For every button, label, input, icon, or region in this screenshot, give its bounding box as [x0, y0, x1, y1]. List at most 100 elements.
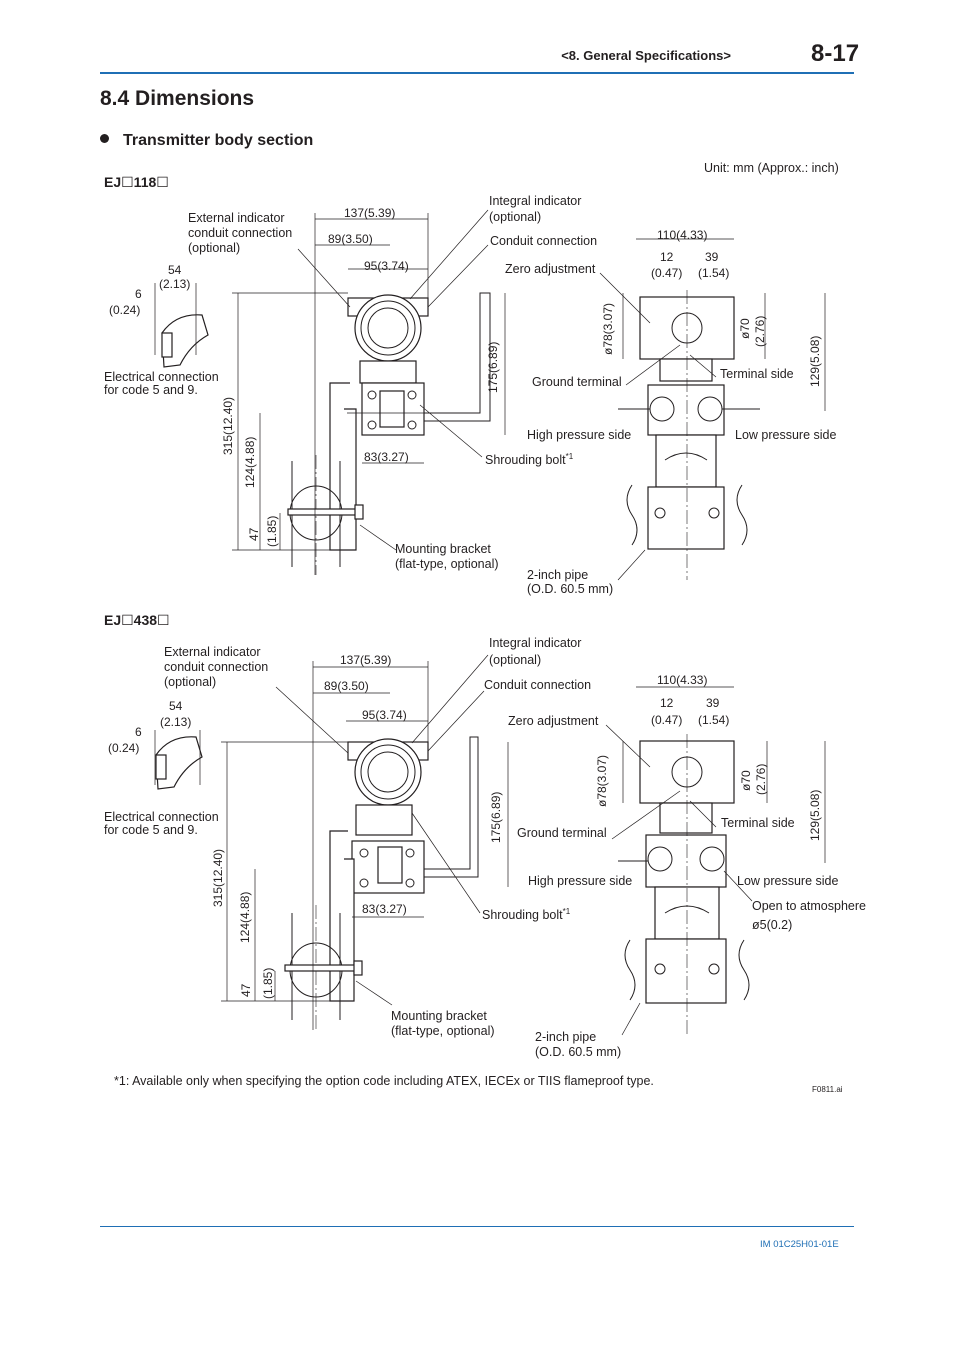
pipe-label-line1: 2-inch pipe	[535, 1030, 596, 1044]
page-number: 8-17	[811, 40, 860, 67]
dim-54-inch: (2.13)	[160, 715, 191, 729]
ext-conduit-label-line3: (optional)	[164, 675, 216, 689]
dim-12-inch: (0.47)	[651, 713, 682, 727]
dim-137: 137(5.39)	[340, 653, 391, 667]
dim-315: 315(12.40)	[221, 397, 235, 455]
dim-95: 95(3.74)	[364, 259, 409, 273]
mounting-bracket-label-line2: (flat-type, optional)	[391, 1024, 495, 1038]
front-view	[618, 290, 760, 580]
dim-d78: ø78(3.07)	[595, 755, 609, 807]
side-view	[287, 292, 491, 575]
side-view	[284, 736, 479, 1030]
dim-95: 95(3.74)	[362, 708, 407, 722]
vent-label-line1: Open to atmosphere	[752, 899, 866, 913]
dim-6: 6	[135, 287, 142, 301]
dim-12-inch: (0.47)	[651, 266, 682, 280]
integral-indicator-label-line2: (optional)	[489, 210, 541, 224]
conduit-connection-label: Conduit connection	[484, 678, 591, 692]
ground-terminal-label: Ground terminal	[532, 375, 622, 389]
dim-137: 137(5.39)	[344, 206, 395, 220]
shrouding-bolt-footnote-mark: *1	[563, 907, 571, 916]
dim-39: 39	[706, 696, 720, 710]
dim-175: 175(6.89)	[486, 342, 500, 393]
dimension-drawing-ej438: External indicator conduit connection (o…	[104, 636, 866, 1059]
integral-indicator-label-line1: Integral indicator	[489, 636, 581, 650]
elec-connection-label-line1: Electrical connection	[104, 370, 219, 384]
dim-54: 54	[168, 263, 182, 277]
dim-6: 6	[135, 725, 142, 739]
dimension-lines	[154, 661, 826, 1030]
shrouding-bolt-text: Shrouding bolt	[485, 453, 566, 467]
pipe-label-line2: (O.D. 60.5 mm)	[527, 582, 613, 596]
dim-129: 129(5.08)	[808, 336, 822, 387]
footnote: *1: Available only when specifying the o…	[114, 1074, 654, 1088]
dim-d70-inch: (2.76)	[754, 764, 768, 795]
model-label-1: EJ☐118☐	[104, 174, 169, 190]
conduit-connection-label: Conduit connection	[490, 234, 597, 248]
dim-54-inch: (2.13)	[159, 277, 190, 291]
dim-315: 315(12.40)	[211, 849, 225, 907]
dim-d70: ø70	[739, 770, 753, 791]
dim-47: 47	[247, 527, 261, 541]
dim-6-inch: (0.24)	[108, 741, 139, 755]
integral-indicator-label-line2: (optional)	[489, 653, 541, 667]
dim-129: 129(5.08)	[808, 790, 822, 841]
integral-indicator-label-line1: Integral indicator	[489, 195, 581, 208]
dim-39-inch: (1.54)	[698, 713, 729, 727]
shrouding-bolt-label: Shrouding bolt*1	[482, 907, 571, 922]
ext-conduit-label-line3: (optional)	[188, 241, 240, 255]
section-header: <8. General Specifications>	[561, 48, 731, 63]
dim-d78: ø78(3.07)	[601, 303, 615, 355]
vent-label-line2: ø5(0.2)	[752, 918, 792, 932]
elec-connection-label-line2: for code 5 and 9.	[104, 823, 198, 837]
dim-175: 175(6.89)	[489, 792, 503, 843]
doc-number: IM 01C25H01-01E	[760, 1239, 839, 1250]
dim-110: 110(4.33)	[657, 228, 707, 242]
dim-47: 47	[239, 983, 253, 997]
ext-conduit-label-line2: conduit connection	[188, 226, 292, 240]
dim-6-inch: (0.24)	[109, 303, 140, 317]
dimension-drawing-ej118: External indicator conduit connection (o…	[104, 195, 836, 596]
dim-83: 83(3.27)	[362, 902, 407, 916]
zero-adjustment-label: Zero adjustment	[508, 714, 599, 728]
dim-39-inch: (1.54)	[698, 266, 729, 280]
low-pressure-label: Low pressure side	[737, 874, 838, 888]
dim-39: 39	[705, 250, 719, 264]
mounting-bracket-label-line2: (flat-type, optional)	[395, 557, 499, 571]
dim-110: 110(4.33)	[657, 673, 707, 687]
terminal-side-label: Terminal side	[721, 816, 795, 830]
high-pressure-label: High pressure side	[528, 874, 632, 888]
bullet-heading: Transmitter body section	[100, 132, 313, 150]
shrouding-bolt-label: Shrouding bolt*1	[485, 452, 574, 467]
low-pressure-label: Low pressure side	[735, 428, 836, 442]
dim-54: 54	[169, 699, 183, 713]
dim-89: 89(3.50)	[324, 679, 369, 693]
shrouding-bolt-footnote-mark: *1	[566, 452, 574, 461]
dim-12: 12	[660, 696, 674, 710]
ext-conduit-label-line1: External indicator	[188, 211, 285, 225]
dim-d70: ø70	[738, 318, 752, 339]
ground-terminal-label: Ground terminal	[517, 826, 607, 840]
ext-conduit-label-line1: External indicator	[164, 645, 261, 659]
dim-d70-inch: (2.76)	[753, 316, 767, 347]
model-label-2: EJ☐438☐	[104, 612, 170, 628]
dim-89: 89(3.50)	[328, 232, 373, 246]
figure-id: F0811.ai	[812, 1085, 843, 1094]
high-pressure-label: High pressure side	[527, 428, 631, 442]
elec-connection-label-line1: Electrical connection	[104, 810, 219, 824]
terminal-side-label: Terminal side	[720, 367, 794, 381]
elec-connection-detail	[155, 736, 203, 790]
elec-connection-label-line2: for code 5 and 9.	[104, 383, 198, 397]
dimension-lines	[154, 213, 826, 575]
leader-lines	[297, 209, 717, 581]
header-rule	[100, 72, 854, 74]
ext-conduit-label-line2: conduit connection	[164, 660, 268, 674]
mounting-bracket-label-line1: Mounting bracket	[395, 542, 491, 556]
mounting-bracket-label-line1: Mounting bracket	[391, 1009, 487, 1023]
section-title: 8.4 Dimensions	[100, 87, 255, 110]
pipe-label-line2: (O.D. 60.5 mm)	[535, 1045, 621, 1059]
dim-47-inch: (1.85)	[265, 516, 279, 547]
dim-124: 124(4.88)	[238, 892, 252, 943]
bullet-heading-text: Transmitter body section	[123, 132, 314, 149]
dim-124: 124(4.88)	[243, 437, 257, 488]
